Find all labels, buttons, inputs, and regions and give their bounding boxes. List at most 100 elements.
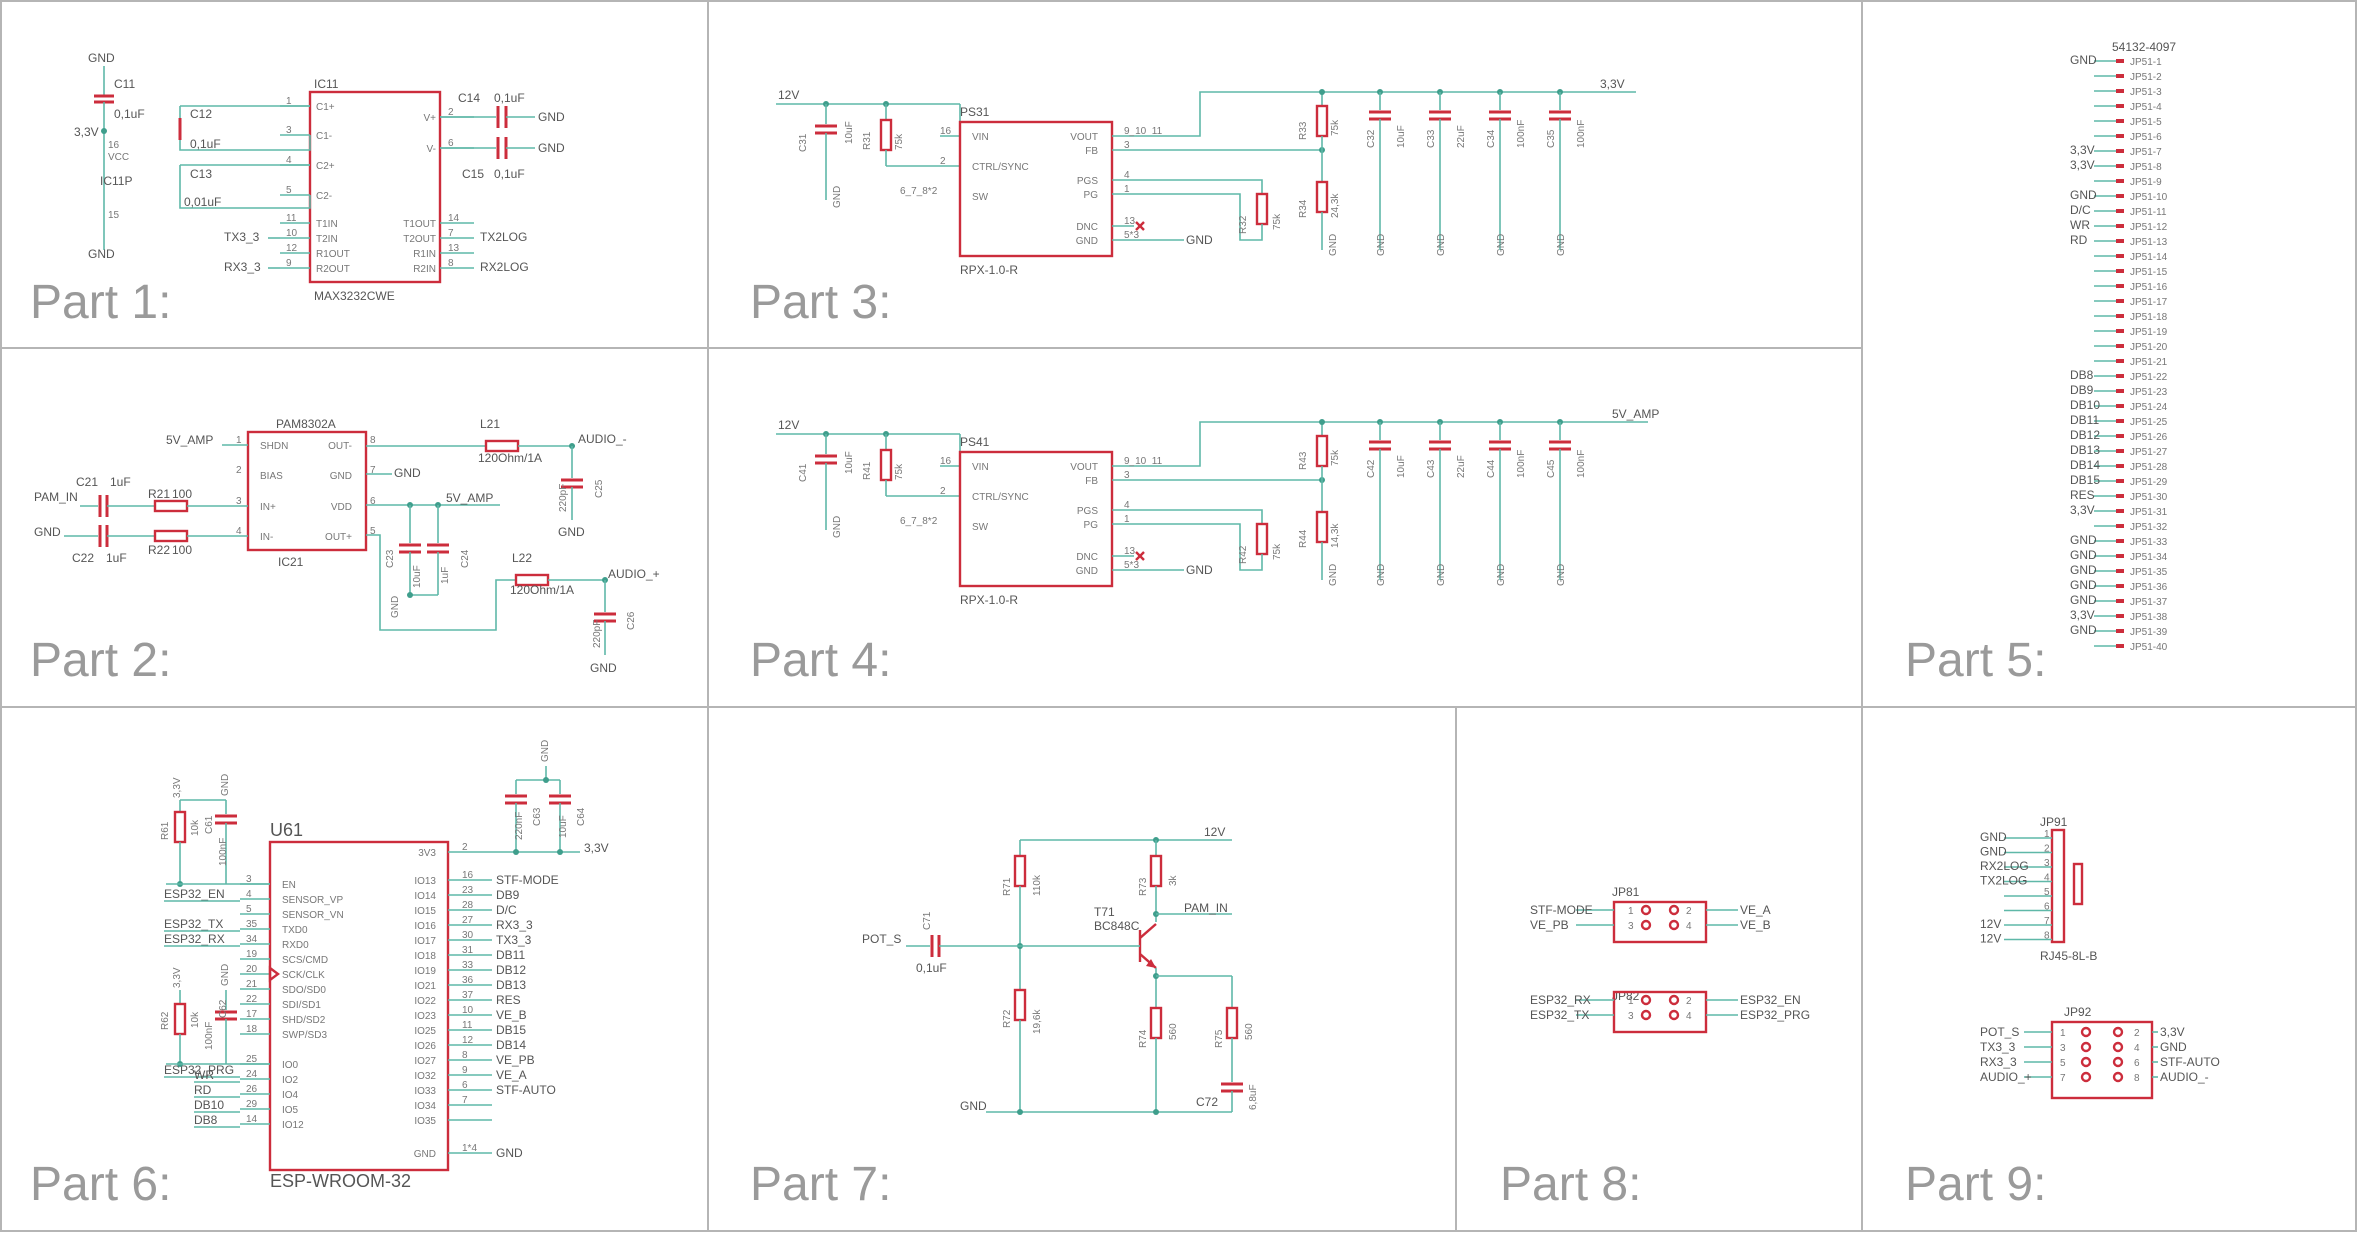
u61-pin-number: 29 bbox=[246, 1099, 258, 1110]
ic11-pin-name: C2- bbox=[316, 191, 332, 202]
jp92-body bbox=[2050, 1020, 2154, 1100]
part-titles: Part 1: Part 2: Part 3: Part 4: Part 5: … bbox=[30, 276, 2046, 1211]
output-cap-value: 22uF bbox=[1456, 455, 1467, 478]
u61-pin-number: 37 bbox=[462, 990, 474, 1001]
connector-pin: JP51-19 bbox=[2130, 327, 2168, 338]
output-cap-label: C33 bbox=[1426, 129, 1437, 148]
part-9-connectors: JP91 RJ45-8L-B 1GND2GND3RX2LOG4TX2LOG567… bbox=[1980, 815, 2220, 1100]
connector-net: GND bbox=[2070, 578, 2097, 592]
rj45-pin-number: 8 bbox=[2044, 931, 2050, 942]
ic11-pin-name: R1IN bbox=[413, 249, 436, 260]
net-gnd: GND bbox=[960, 1099, 987, 1113]
part-5-title: Part 5: bbox=[1905, 634, 2046, 687]
resistor-label: R32 bbox=[1238, 215, 1249, 234]
u61-part: ESP-WROOM-32 bbox=[270, 1171, 411, 1191]
output-cap-value: 100nF bbox=[1576, 450, 1587, 478]
u61-pin-name: IO21 bbox=[414, 981, 436, 992]
jumper-pin-number: 1 bbox=[1628, 996, 1634, 1007]
connector-pin: JP51-35 bbox=[2130, 567, 2168, 578]
connector-pin: JP51-3 bbox=[2130, 87, 2162, 98]
u61-pin-number: 25 bbox=[246, 1054, 258, 1065]
u61-pin-name: IO4 bbox=[282, 1090, 299, 1101]
ic11-pin-number: 5 bbox=[286, 185, 292, 196]
net-gnd: GND bbox=[590, 661, 617, 675]
resistor-value: 24,3k bbox=[1330, 193, 1341, 218]
l22-label: L22 bbox=[512, 551, 532, 565]
jp92-pin-number: 3 bbox=[2060, 1043, 2066, 1054]
ic21-pin-number: 6 bbox=[370, 496, 376, 507]
u61-pin-name: IO13 bbox=[414, 876, 436, 887]
u61-pin-number: 35 bbox=[246, 919, 258, 930]
input-cap-value: 10uF bbox=[844, 451, 855, 474]
svg-text:R61: R61 bbox=[160, 821, 171, 840]
svg-text:6,8uF: 6,8uF bbox=[1248, 1084, 1259, 1110]
regulator-pin-number: 16 bbox=[940, 456, 952, 467]
u61-right-net: GND bbox=[496, 1146, 523, 1160]
ic11-pin-number: 1 bbox=[286, 96, 292, 107]
ic21-pin-name: SHDN bbox=[260, 441, 288, 452]
connector-pin: JP51-9 bbox=[2130, 177, 2162, 188]
u61-pin-number: 24 bbox=[246, 1069, 258, 1080]
regulator-pin-name: GND bbox=[1076, 566, 1098, 577]
jp92-pin-number: 8 bbox=[2134, 1073, 2140, 1084]
ic21-pin-name: OUT- bbox=[328, 441, 352, 452]
u61-left-net: DB10 bbox=[194, 1098, 224, 1112]
u61-pin-number: 30 bbox=[462, 930, 474, 941]
svg-text:R74: R74 bbox=[1138, 1029, 1149, 1048]
u61-pin-name: SENSOR_VN bbox=[282, 910, 344, 921]
u61-right-net: 3,3V bbox=[584, 841, 609, 855]
input-cap-label: C31 bbox=[798, 133, 809, 152]
output-cap-label: C42 bbox=[1366, 459, 1377, 478]
net-output: 3,3V bbox=[1600, 77, 1625, 91]
svg-text:15: 15 bbox=[108, 210, 120, 221]
u61-right-net: STF-MODE bbox=[496, 873, 559, 887]
resistor-label: R34 bbox=[1298, 199, 1309, 218]
svg-text:100nF: 100nF bbox=[204, 1022, 215, 1050]
regulator-part: RPX-1.0-R bbox=[960, 263, 1018, 277]
u61-pin-number: 9 bbox=[462, 1065, 468, 1076]
u61-pin-number: 21 bbox=[246, 979, 258, 990]
svg-text:10k: 10k bbox=[190, 1011, 201, 1028]
net-gnd: GND bbox=[1496, 234, 1507, 256]
rj45-net: 12V bbox=[1980, 932, 2001, 946]
ic21-pin-number: 1 bbox=[236, 435, 242, 446]
connector-net: GND bbox=[2070, 563, 2097, 577]
u61-pin-number: 5 bbox=[246, 904, 252, 915]
ic11-pin-number: 12 bbox=[286, 243, 298, 254]
regulator-body bbox=[958, 450, 1114, 588]
regulator-pin-number: 4 bbox=[1124, 170, 1130, 181]
net-pam-in: PAM_IN bbox=[34, 490, 78, 504]
part-3-title: Part 3: bbox=[750, 276, 891, 329]
regulator-pin-name: DNC bbox=[1076, 552, 1098, 563]
svg-text:3,3V: 3,3V bbox=[172, 777, 183, 798]
output-cap-value: 100nF bbox=[1516, 120, 1527, 148]
ic21-pin-number: 4 bbox=[236, 526, 242, 537]
svg-text:C26: C26 bbox=[626, 611, 637, 630]
ic21-pin-number: 8 bbox=[370, 435, 376, 446]
regulator-pin-name: SW bbox=[972, 192, 989, 203]
svg-text:220nF: 220nF bbox=[514, 812, 525, 840]
svg-text:C71: C71 bbox=[922, 911, 933, 930]
u61-pin-number: 18 bbox=[246, 1024, 258, 1035]
ic11-pin-name: T2OUT bbox=[403, 234, 436, 245]
net-audio-plus: AUDIO_+ bbox=[608, 567, 660, 581]
u61-pin-number: 36 bbox=[462, 975, 474, 986]
u61-pin-number: 7 bbox=[462, 1095, 468, 1106]
net-gnd: GND bbox=[1328, 564, 1339, 586]
svg-text:10k: 10k bbox=[190, 819, 201, 836]
ic21-label: IC21 bbox=[278, 555, 304, 569]
u61-right-net: VE_A bbox=[496, 1068, 527, 1082]
resistor-label: R42 bbox=[1238, 545, 1249, 564]
svg-text:R75: R75 bbox=[1214, 1029, 1225, 1048]
net-gnd: GND bbox=[1328, 234, 1339, 256]
connector-net: DB14 bbox=[2070, 458, 2100, 472]
net-gnd: GND bbox=[538, 141, 565, 155]
connector-net: DB15 bbox=[2070, 473, 2100, 487]
u61-pin-name: SDI/SD1 bbox=[282, 1000, 321, 1011]
connector-net: GND bbox=[2070, 533, 2097, 547]
jumper-pin-number: 3 bbox=[1628, 1011, 1634, 1022]
connector-net: WR bbox=[2070, 218, 2090, 232]
resistor-value: 75k bbox=[894, 463, 905, 480]
